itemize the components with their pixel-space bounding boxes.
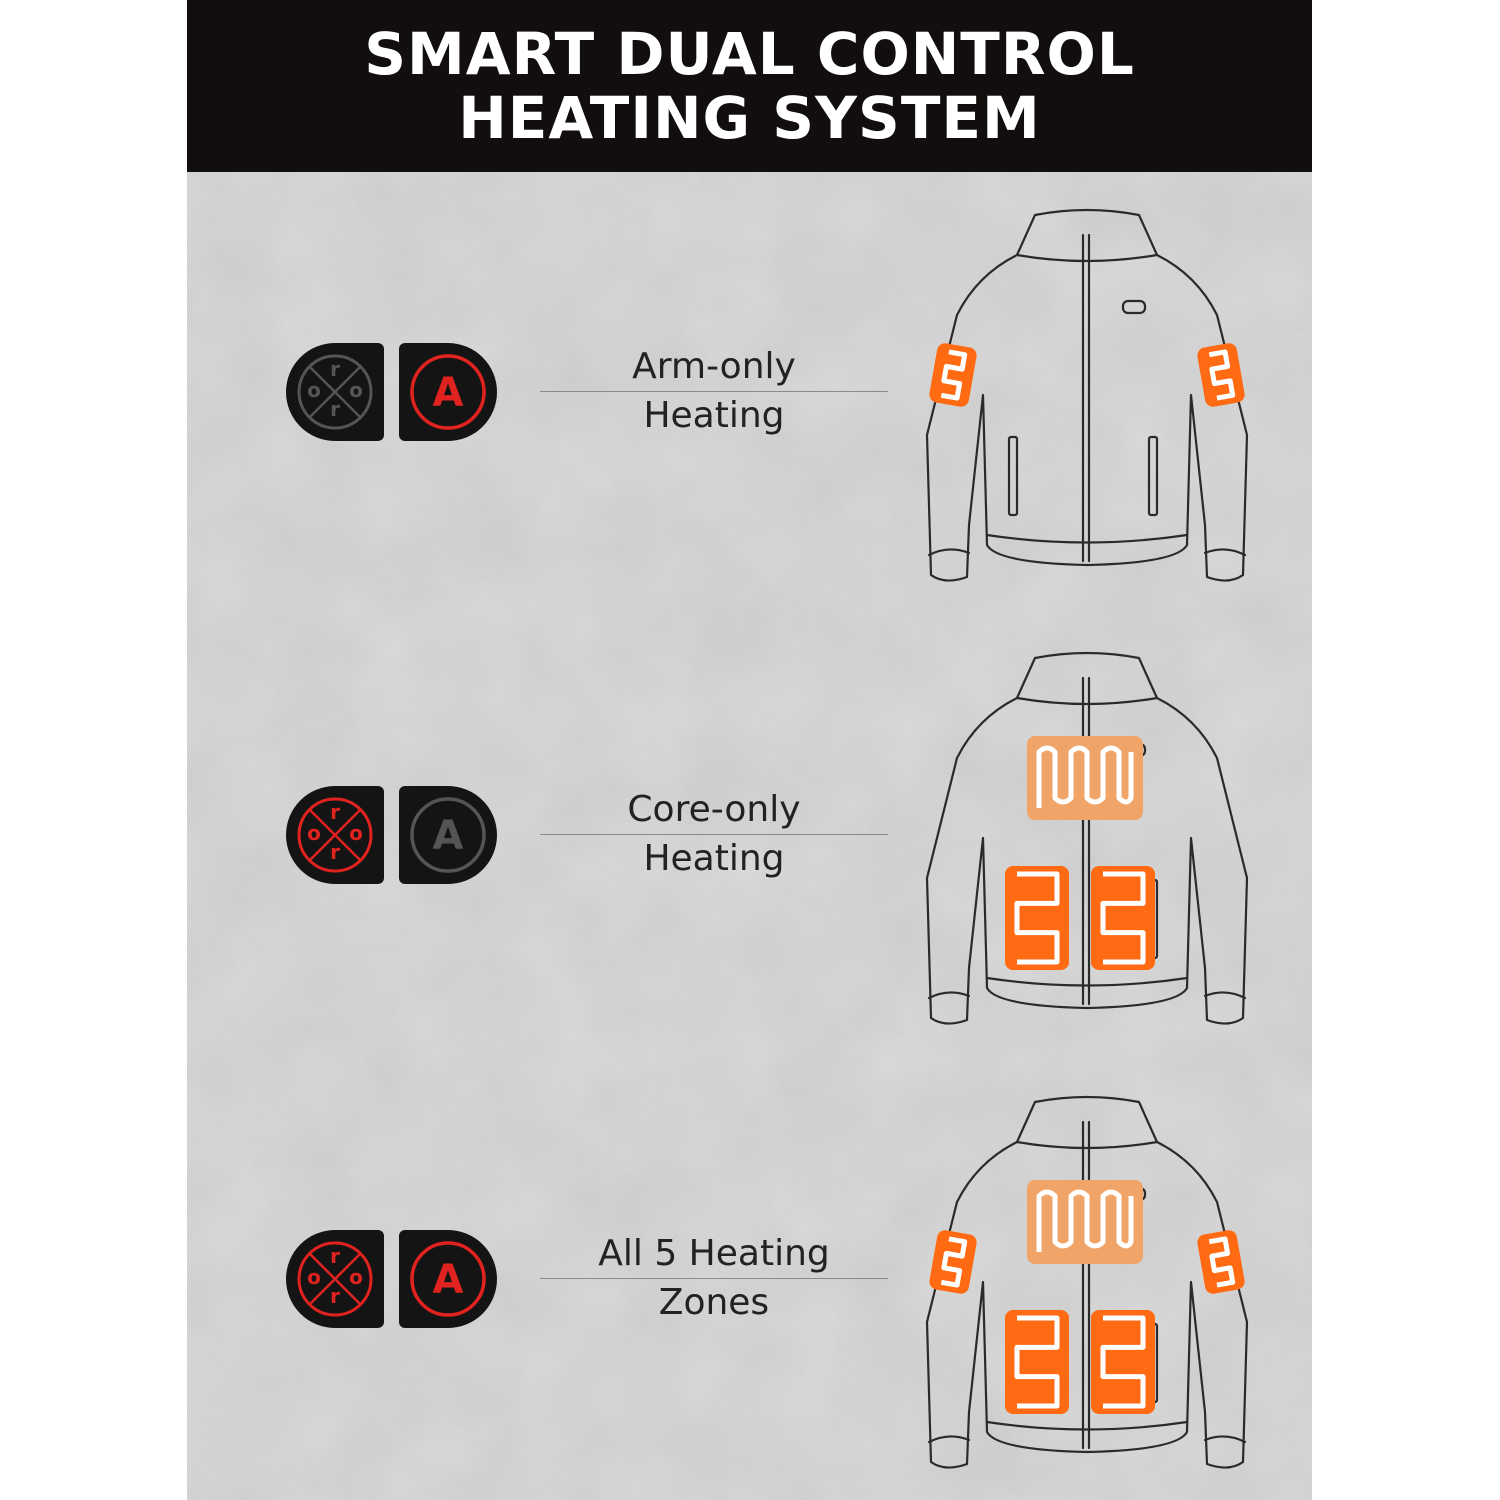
mode-label: Arm-only Heating xyxy=(540,343,888,440)
mode-label-line2: Heating xyxy=(643,395,785,436)
ring-outline xyxy=(297,797,373,873)
jacket-cuff xyxy=(927,548,971,557)
jacket-outline xyxy=(925,253,1249,582)
ring-letter: r xyxy=(330,800,340,824)
jacket-outline xyxy=(925,696,1249,1025)
heater-right-arm xyxy=(1197,1230,1245,1294)
mode-label-line2: Zones xyxy=(658,1282,770,1323)
ring-letter: o xyxy=(307,821,321,845)
heater-back-wire xyxy=(1036,1189,1134,1252)
ring-cross xyxy=(309,809,361,861)
jacket-hem xyxy=(985,1420,1189,1431)
heater-left-arm-wire xyxy=(940,1236,968,1288)
ring-letter: r xyxy=(330,397,340,421)
heater-left-pocket xyxy=(1005,866,1069,970)
a-button-icon: A xyxy=(410,354,486,430)
jacket-collar xyxy=(1015,208,1159,263)
title-banner: SMART DUAL CONTROL HEATING SYSTEM xyxy=(187,0,1312,172)
heater-right-pocket-wire xyxy=(1100,1315,1146,1409)
a-letter: A xyxy=(433,1257,464,1303)
a-letter: A xyxy=(433,813,464,859)
ring-letter: o xyxy=(349,821,363,845)
a-outline xyxy=(410,1241,486,1317)
heater-back-wire xyxy=(1036,745,1134,808)
heater-left-pocket-pad xyxy=(1005,1310,1069,1414)
a-outline xyxy=(410,354,486,430)
jacket-hem xyxy=(985,533,1189,544)
heater-right-arm-wire xyxy=(1208,1236,1236,1288)
a-button: A xyxy=(399,786,497,884)
a-button: A xyxy=(399,343,497,441)
jacket-illustration xyxy=(925,651,1249,1025)
mode-label-line2: Heating xyxy=(643,838,785,879)
ring-letter: r xyxy=(330,1284,340,1308)
ring-letter: o xyxy=(307,1265,321,1289)
jacket-cuff xyxy=(927,1435,971,1444)
mode-label-line1: Core-only xyxy=(540,786,888,835)
heater-left-arm xyxy=(929,343,977,407)
heater-right-pocket-pad xyxy=(1091,1310,1155,1414)
jacket-pocket xyxy=(1147,435,1159,517)
heater-right-arm-wire xyxy=(1208,349,1236,401)
jacket-cuff xyxy=(1203,548,1247,557)
heater-right-pocket-wire xyxy=(1100,871,1146,965)
ring-letter: r xyxy=(330,1244,340,1268)
mode-label-line1: Arm-only xyxy=(540,343,888,392)
heater-left-arm-wire xyxy=(940,349,968,401)
a-button: A xyxy=(399,1230,497,1328)
heater-right-pocket xyxy=(1091,866,1155,970)
title-line-2: HEATING SYSTEM xyxy=(458,84,1041,152)
ring-cross xyxy=(309,1253,361,1305)
ring-letter: o xyxy=(349,1265,363,1289)
a-letter: A xyxy=(433,370,464,416)
heater-back xyxy=(1027,1180,1143,1264)
ring-letter: r xyxy=(330,357,340,381)
ring-outline xyxy=(297,354,373,430)
jacket-hem xyxy=(985,976,1189,987)
control-badge-icon xyxy=(1121,299,1147,315)
ring-button-icon: rro o xyxy=(297,354,373,430)
heater-right-arm xyxy=(1197,343,1245,407)
heater-right-pocket xyxy=(1091,1310,1155,1414)
ring-button-icon: rro o xyxy=(297,797,373,873)
mode-label: All 5 Heating Zones xyxy=(540,1230,888,1327)
jacket-illustration xyxy=(925,1095,1249,1469)
mode-label-line1: All 5 Heating xyxy=(540,1230,888,1279)
ring-letter: o xyxy=(307,378,321,402)
jacket-cuff xyxy=(1203,1435,1247,1444)
heater-left-arm xyxy=(929,1230,977,1294)
jacket-cuff xyxy=(1203,991,1247,1000)
ring-letter: o xyxy=(349,378,363,402)
ring-outline xyxy=(297,1241,373,1317)
jacket-pocket xyxy=(1007,435,1019,517)
jacket-cuff xyxy=(927,991,971,1000)
jacket-collar xyxy=(1015,651,1159,706)
a-button-icon: A xyxy=(410,797,486,873)
heater-left-pocket-pad xyxy=(1005,866,1069,970)
ring-letter: r xyxy=(330,840,340,864)
heater-right-pocket-pad xyxy=(1091,866,1155,970)
mode-label: Core-only Heating xyxy=(540,786,888,883)
heater-left-pocket-wire xyxy=(1014,871,1060,965)
ring-button-icon: rro o xyxy=(297,1241,373,1317)
title-line-1: SMART DUAL CONTROL xyxy=(364,20,1135,88)
jacket-illustration xyxy=(925,208,1249,582)
heater-left-pocket-wire xyxy=(1014,1315,1060,1409)
jacket-collar xyxy=(1015,1095,1159,1150)
heater-back xyxy=(1027,736,1143,820)
a-outline xyxy=(410,797,486,873)
a-button-icon: A xyxy=(410,1241,486,1317)
jacket-outline xyxy=(925,1140,1249,1469)
heater-left-pocket xyxy=(1005,1310,1069,1414)
ring-cross xyxy=(309,366,361,418)
